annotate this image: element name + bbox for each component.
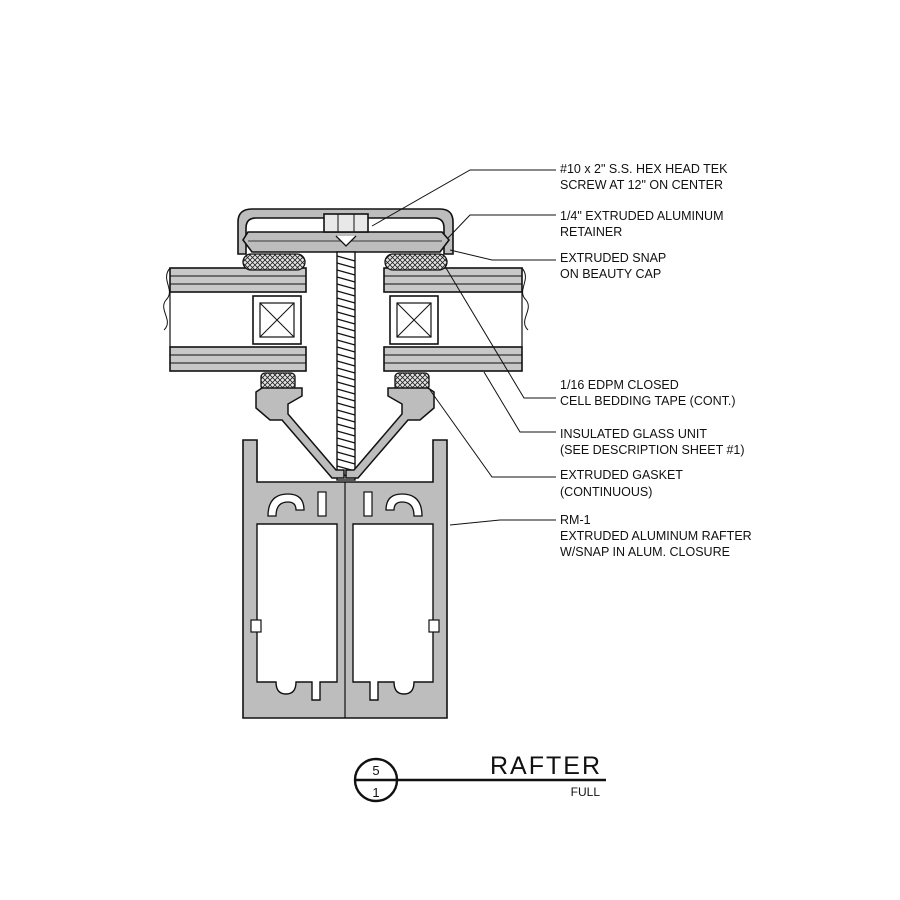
aluminum-rafter [242,387,448,719]
sheet-number: 1 [372,785,379,800]
bedding-tape-top-left [242,253,306,271]
callout-rafter-line3: W/SNAP IN ALUM. CLOSURE [560,545,730,559]
glass-unit-left [163,267,307,372]
screw-threads [336,255,356,479]
callout-glass-unit: INSULATED GLASS UNIT (SEE DESCRIPTION SH… [560,427,745,457]
callout-screw-line1: #10 x 2" S.S. HEX HEAD TEK [560,162,728,176]
callout-rafter-line2: EXTRUDED ALUMINUM RAFTER [560,529,752,543]
detail-title: RAFTER [490,752,602,780]
callout-rafter: RM-1 EXTRUDED ALUMINUM RAFTER W/SNAP IN … [560,513,752,559]
glass-unit-right [383,267,529,372]
callout-screw-line2: SCREW AT 12" ON CENTER [560,178,723,192]
callout-screw: #10 x 2" S.S. HEX HEAD TEK SCREW AT 12" … [560,162,728,192]
detail-number: 5 [372,763,379,778]
callout-gasket: EXTRUDED GASKET (CONTINUOUS) [560,468,683,499]
detail-scale: FULL [571,785,601,799]
callout-bedding-tape-line2: CELL BEDDING TAPE (CONT.) [560,394,736,408]
callout-beauty-cap-line1: EXTRUDED SNAP [560,251,666,265]
callout-retainer: 1/4" EXTRUDED ALUMINUM RETAINER [560,209,724,239]
callout-bedding-tape: 1/16 EDPM CLOSED CELL BEDDING TAPE (CONT… [560,378,736,408]
callout-retainer-line2: RETAINER [560,225,622,239]
callout-gasket-line1: EXTRUDED GASKET [560,468,683,482]
callout-beauty-cap: EXTRUDED SNAP ON BEAUTY CAP [560,251,666,281]
callout-bedding-tape-line1: 1/16 EDPM CLOSED [560,378,679,392]
tek-screw [323,213,369,481]
callout-glass-unit-line2: (SEE DESCRIPTION SHEET #1) [560,443,745,457]
detail-title-block: 5 1 RAFTER FULL [353,752,606,803]
callout-rafter-line1: RM-1 [560,513,591,527]
callout-beauty-cap-line2: ON BEAUTY CAP [560,267,661,281]
callout-gasket-line2: (CONTINUOUS) [560,485,652,499]
callout-glass-unit-line1: INSULATED GLASS UNIT [560,427,707,441]
leader-lines [371,169,556,526]
bedding-tape-top-right [384,253,448,271]
callout-retainer-line1: 1/4" EXTRUDED ALUMINUM [560,209,724,223]
